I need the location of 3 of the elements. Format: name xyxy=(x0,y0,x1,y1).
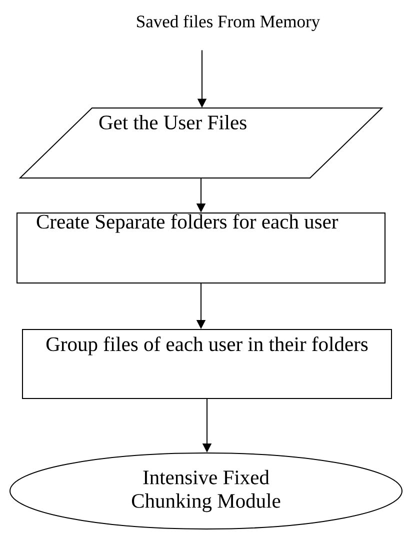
process-box: Group files of each user in their folders xyxy=(22,329,392,399)
process-box: Create Separate folders for each user xyxy=(16,212,386,284)
start-label: Saved files From Memory xyxy=(137,14,320,32)
